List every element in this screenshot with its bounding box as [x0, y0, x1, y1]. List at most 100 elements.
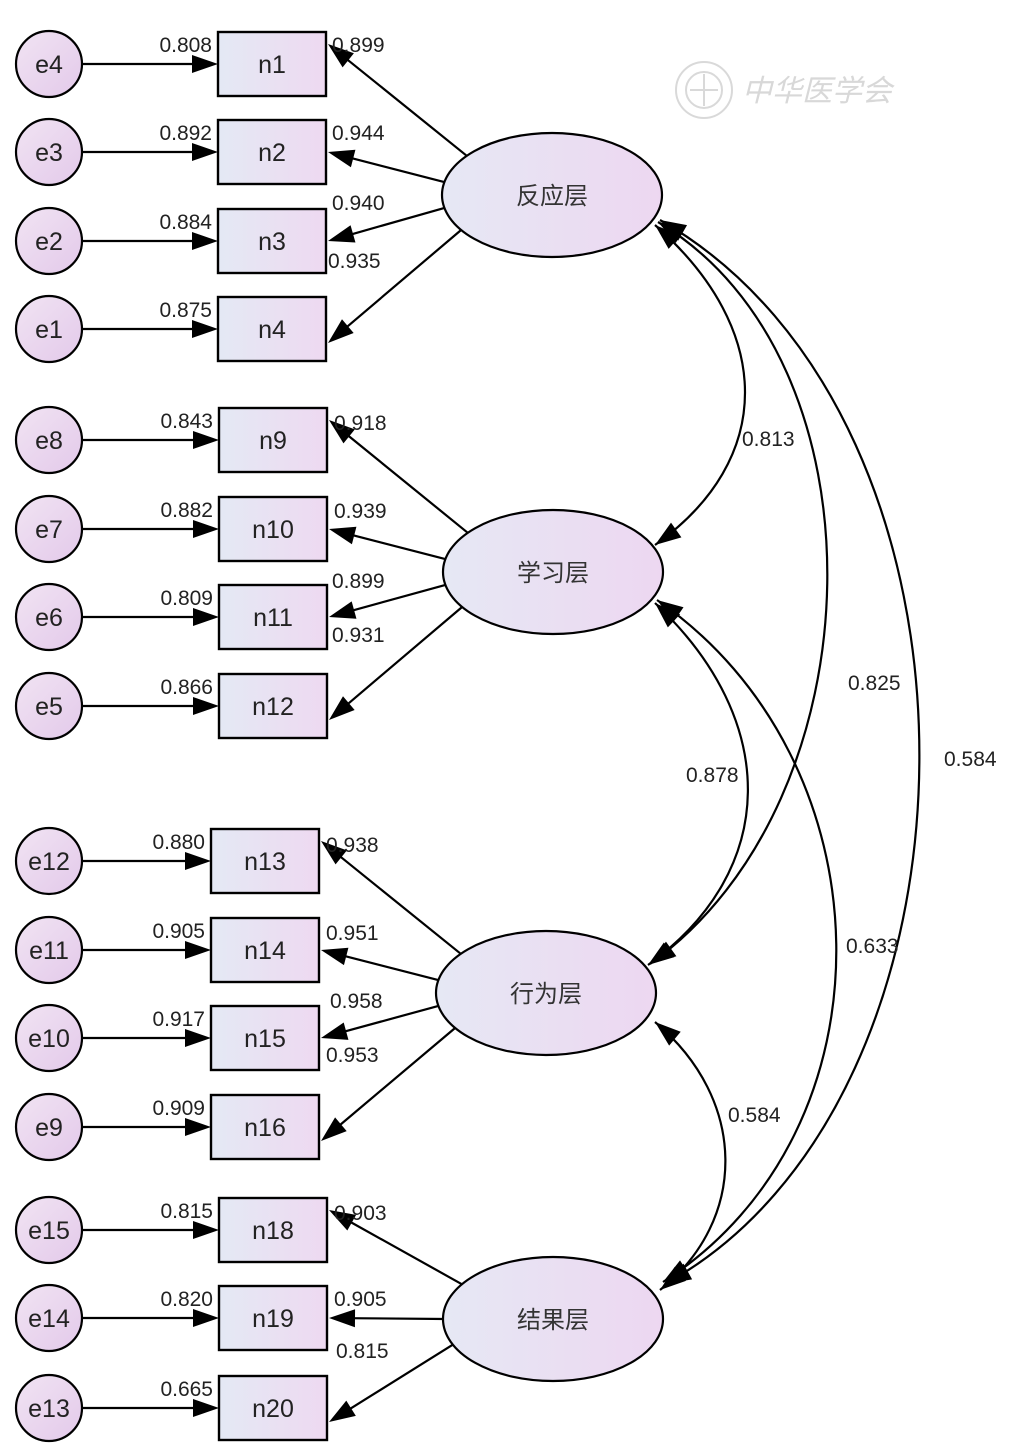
- standardized-loading-label: 0.903: [334, 1202, 387, 1225]
- indicator-label: n13: [244, 848, 286, 876]
- indicator-label: n10: [252, 516, 294, 544]
- factor-loading-arrowhead: [329, 696, 355, 720]
- error-path-arrowhead: [193, 608, 219, 626]
- factor-loading-arrowhead: [321, 1117, 347, 1141]
- factor-loading-line: [340, 1004, 441, 1034]
- standardized-loading-label: 0.905: [334, 1288, 387, 1311]
- indicator-label: n15: [244, 1025, 286, 1053]
- watermark: 中华医学会: [675, 61, 895, 119]
- factor-correlation-curve: [659, 219, 921, 1285]
- error-term-label: e14: [28, 1305, 70, 1333]
- indicator-label: n9: [259, 427, 287, 455]
- factor-correlation-curve: [649, 221, 829, 965]
- error-term-label: e12: [28, 848, 70, 876]
- indicator-label: n12: [252, 693, 294, 721]
- latent-factor-label: 行为层: [510, 980, 582, 1008]
- latent-factor-ellipse: [434, 929, 658, 1057]
- error-term-label: e10: [28, 1025, 70, 1053]
- latent-factor-label: 学习层: [517, 559, 589, 587]
- error-path-arrowhead: [193, 520, 219, 538]
- standardized-loading-label: 0.939: [334, 500, 387, 523]
- error-term-label: e9: [35, 1114, 63, 1142]
- error-term-circle: [14, 29, 84, 99]
- standardized-loading-label: 0.899: [332, 34, 385, 57]
- factor-loading-arrowhead: [329, 601, 357, 619]
- latent-factor-label: 反应层: [516, 182, 588, 210]
- standardized-loading-label: 0.938: [326, 834, 379, 857]
- error-term-label: e4: [35, 51, 63, 79]
- standardized-loading-label: 0.918: [334, 412, 387, 435]
- correlation-arrowhead: [655, 225, 681, 249]
- factor-loading-line: [342, 55, 469, 158]
- error-term-circle: [14, 294, 84, 364]
- squared-correlation-label: 0.882: [160, 499, 213, 522]
- indicator-box: [217, 495, 329, 563]
- indicator-box: [216, 30, 328, 98]
- factor-loading-arrowhead: [329, 420, 355, 444]
- correlation-value-label: 0.584: [944, 748, 997, 771]
- factor-loading-line: [345, 1218, 464, 1286]
- latent-factor-ellipse: [440, 131, 664, 259]
- error-term-label: e7: [35, 516, 63, 544]
- factor-correlation-curve: [647, 602, 749, 966]
- factor-loading-arrowhead: [329, 526, 357, 545]
- squared-correlation-label: 0.809: [160, 587, 213, 610]
- factor-loading-line: [345, 1342, 455, 1413]
- factor-loading-arrowhead: [329, 1309, 356, 1328]
- correlation-arrowhead: [655, 1022, 681, 1046]
- correlation-arrowhead: [660, 220, 688, 241]
- factor-loading-arrowhead: [328, 319, 354, 343]
- factor-loading-line: [348, 1317, 446, 1321]
- indicator-box: [217, 1284, 329, 1352]
- squared-correlation-label: 0.917: [152, 1008, 205, 1031]
- squared-correlation-label: 0.808: [159, 34, 212, 57]
- indicator-label: n1: [258, 51, 286, 79]
- error-term-circle: [14, 117, 84, 187]
- factor-loading-arrowhead: [321, 947, 349, 966]
- latent-factor-ellipse: [441, 508, 665, 636]
- indicator-label: n18: [252, 1217, 294, 1245]
- indicator-box: [217, 1374, 329, 1442]
- factor-loading-arrowhead: [321, 841, 347, 865]
- factor-correlation-curve: [654, 224, 746, 546]
- correlation-arrowhead: [655, 603, 681, 628]
- watermark-seal-icon: [675, 61, 733, 119]
- squared-correlation-label: 0.843: [160, 410, 213, 433]
- correlation-value-label: 0.825: [848, 672, 901, 695]
- factor-loading-arrowhead: [328, 225, 356, 243]
- error-term-circle: [14, 405, 84, 475]
- error-term-label: e5: [35, 693, 63, 721]
- error-term-circle: [14, 1195, 84, 1265]
- indicator-label: n16: [244, 1114, 286, 1142]
- error-path-arrowhead: [193, 1221, 219, 1239]
- error-path-arrowhead: [185, 941, 211, 959]
- factor-loading-line: [347, 583, 448, 613]
- latent-factor-ellipse: [441, 1255, 665, 1383]
- squared-correlation-label: 0.866: [160, 676, 213, 699]
- indicator-box: [217, 583, 329, 651]
- factor-loading-line: [346, 206, 447, 237]
- error-path-arrowhead: [185, 1118, 211, 1136]
- standardized-loading-label: 0.940: [332, 192, 385, 215]
- watermark-text: 中华医学会: [742, 74, 895, 109]
- correlation-arrowhead: [648, 942, 675, 965]
- error-term-label: e8: [35, 427, 63, 455]
- error-term-label: e2: [35, 228, 63, 256]
- correlation-arrowhead: [657, 600, 684, 623]
- factor-loading-line: [348, 532, 448, 561]
- error-term-circle: [14, 1373, 84, 1443]
- squared-correlation-label: 0.884: [159, 211, 212, 234]
- correlation-value-label: 0.813: [742, 428, 795, 451]
- indicator-box: [209, 1093, 321, 1161]
- error-path-arrowhead: [193, 1309, 219, 1327]
- factor-correlation-curve: [654, 1021, 727, 1291]
- error-term-label: e11: [29, 937, 69, 965]
- error-term-label: e15: [28, 1217, 70, 1245]
- factor-loading-line: [335, 852, 463, 956]
- standardized-loading-label: 0.931: [332, 624, 385, 647]
- error-term-label: e3: [35, 139, 63, 167]
- correlation-value-label: 0.584: [728, 1104, 781, 1127]
- standardized-loading-label: 0.899: [332, 570, 385, 593]
- indicator-box: [209, 916, 321, 984]
